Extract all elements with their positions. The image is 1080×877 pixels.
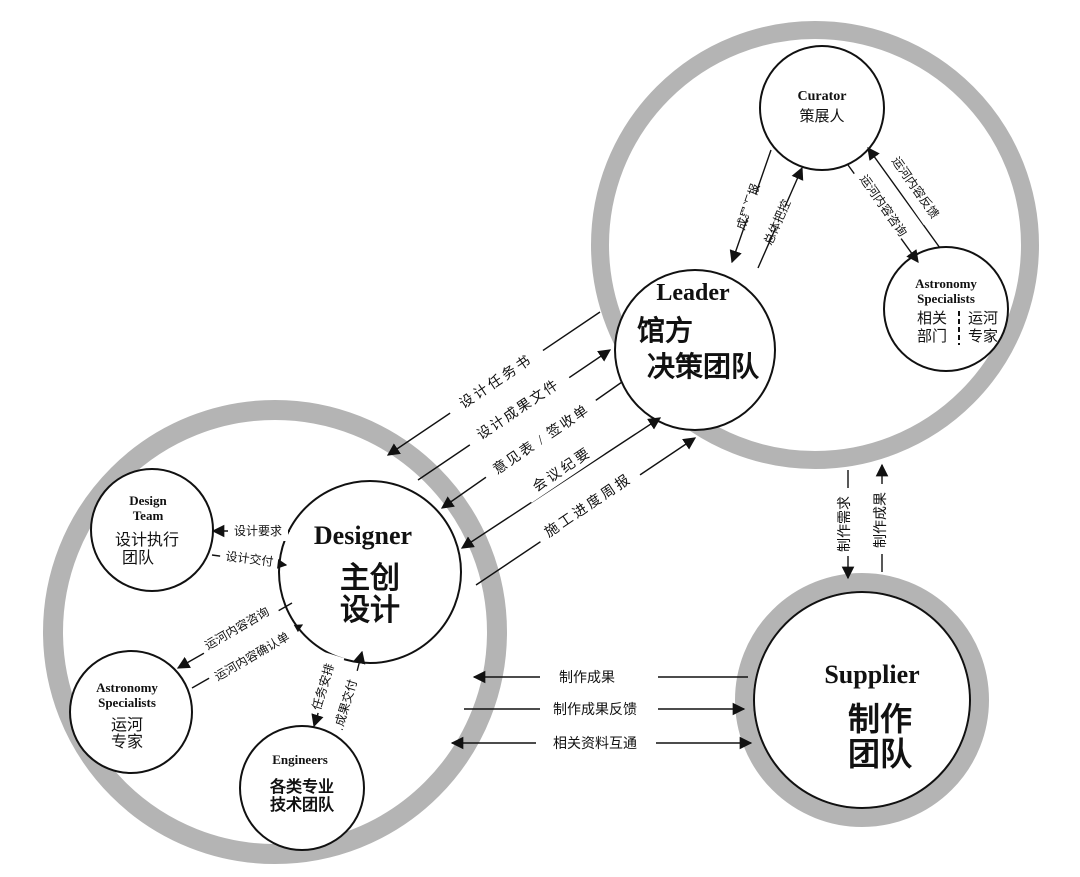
astro-left-zh2: 专家: [111, 733, 143, 751]
designer-node: [278, 480, 462, 664]
design-team-node: [90, 468, 214, 592]
astro-top-en1: Astronomy: [915, 276, 977, 291]
astro-top-right2: 专家: [968, 328, 998, 345]
engineers-node: [239, 725, 365, 851]
curator-en-label: Curator: [798, 89, 847, 104]
designer-en-label: Designer: [314, 521, 412, 550]
label-production-needs: 制作需求: [837, 496, 853, 552]
arrow-astro-to-curator: [867, 146, 941, 249]
designer-zh-line1: 主创: [340, 562, 400, 595]
leader-node: [614, 269, 776, 431]
astronomy-specialists-top-node: [883, 246, 1009, 372]
design-team-en2: Team: [133, 508, 164, 523]
label-production-results-left: 制作成果: [559, 670, 615, 686]
leader-zh-line1: 馆方: [637, 314, 693, 347]
engineers-en-label: Engineers: [272, 752, 328, 767]
design-team-zh1: 设计执行: [115, 531, 179, 549]
label-production-feedback: 制作成果反馈: [553, 702, 637, 718]
design-team-en1: Design: [129, 493, 167, 508]
astro-top-left1: 相关: [917, 310, 947, 327]
astro-top-right1: 运河: [968, 310, 998, 327]
label-design-delivery: 设计交付: [225, 548, 274, 569]
label-production-results-up: 制作成果: [873, 492, 889, 548]
supplier-node: [753, 591, 971, 809]
astro-left-zh1: 运河: [111, 716, 143, 734]
designer-zh-line2: 设计: [340, 594, 400, 627]
engineers-zh2: 技术团队: [270, 795, 335, 814]
astronomy-specialists-left-node: [69, 650, 193, 774]
leader-zh-line2: 决策团队: [647, 350, 760, 383]
astro-left-en1: Astronomy: [96, 680, 158, 695]
astro-top-en2: Specialists: [917, 291, 975, 306]
leader-en-label: Leader: [656, 280, 730, 306]
supplier-group-ring: [735, 573, 989, 827]
leader-group-ring: [591, 21, 1039, 469]
supplier-en-label: Supplier: [824, 660, 919, 689]
designer-group-ring: [43, 400, 507, 864]
astro-top-left2: 部门: [917, 328, 947, 345]
curator-node: [759, 45, 885, 171]
label-data-exchange: 相关资料互通: [553, 736, 637, 752]
supplier-zh-line1: 制作: [848, 701, 912, 737]
arrow-meeting-minutes: [460, 417, 662, 549]
engineers-zh1: 各类专业: [269, 777, 334, 796]
curator-zh-label: 策展人: [799, 108, 844, 125]
design-team-zh2: 团队: [122, 549, 154, 567]
supplier-zh-line2: 团队: [848, 736, 913, 772]
label-design-requirements: 设计要求: [234, 524, 282, 538]
astro-left-en2: Specialists: [98, 695, 156, 710]
